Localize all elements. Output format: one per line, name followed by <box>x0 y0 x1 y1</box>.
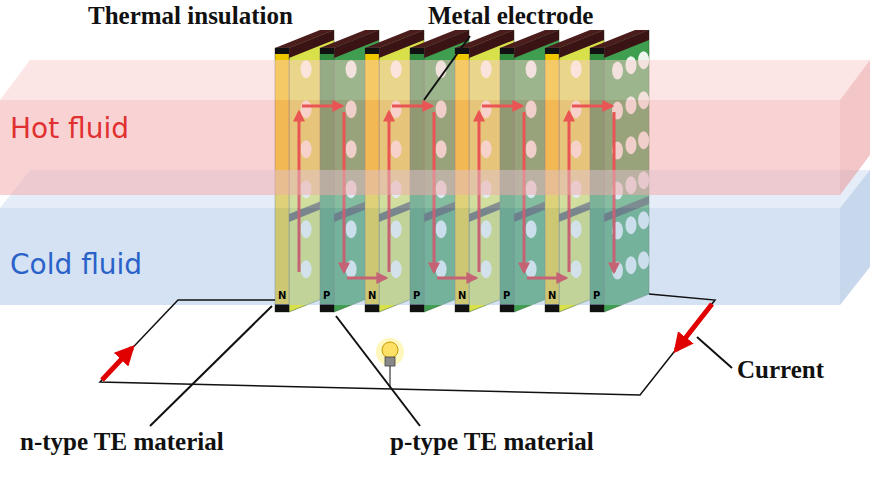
current-arrow <box>676 304 712 350</box>
plate-type-letter: N <box>278 290 286 301</box>
top-electrode <box>320 48 334 54</box>
part-label: p-type TE material <box>390 428 594 456</box>
band-front <box>0 100 840 195</box>
circuit <box>100 294 715 395</box>
plate-type-letter: P <box>323 290 330 301</box>
plate-type-letter: N <box>368 290 376 301</box>
leader-line <box>697 337 732 368</box>
bulb-glow <box>376 338 404 366</box>
wire <box>100 294 715 395</box>
bottom-electrode <box>365 304 379 312</box>
bottom-electrode <box>320 304 334 312</box>
hot-fluid-band <box>0 60 870 195</box>
part-label: Thermal insulation <box>88 2 293 30</box>
bottom-electrode <box>275 304 289 312</box>
plate-type-letter: P <box>413 290 420 301</box>
band-side <box>840 60 870 195</box>
fluid-bands <box>0 60 870 305</box>
plate-type-letter: N <box>548 290 556 301</box>
leader-line <box>424 36 470 100</box>
thermal-insulation-bar <box>559 30 604 58</box>
top-electrode <box>275 48 289 54</box>
thermal-insulation-bar <box>469 30 514 58</box>
thermal-insulation-bar <box>334 30 379 58</box>
part-label: Current <box>737 356 824 384</box>
band-label: Hot fluid <box>10 112 129 145</box>
fluid-band: Hot fluid <box>0 100 840 195</box>
top-electrode <box>365 48 379 54</box>
bulb-base <box>385 357 395 366</box>
band-top <box>0 60 870 100</box>
part-label: n-type TE material <box>20 428 224 456</box>
lightbulb <box>376 338 404 388</box>
plate-type-letter: P <box>593 290 600 301</box>
thermal-insulation-bar <box>424 30 469 58</box>
top-electrode <box>545 48 559 54</box>
band-label: Cold fluid <box>10 248 142 281</box>
thermal-insulation-bar <box>379 30 424 58</box>
top-electrode <box>500 48 514 54</box>
top-electrode <box>590 48 604 54</box>
part-label: Metal electrode <box>428 2 593 30</box>
thermal-insulation-bar <box>289 30 334 58</box>
leader-line <box>150 306 272 426</box>
plate-type-letter: N <box>458 290 466 301</box>
bulb-glass <box>382 342 398 358</box>
plate-type-letter: P <box>503 290 510 301</box>
bottom-electrode <box>455 304 469 312</box>
band-side <box>840 170 870 305</box>
leader-lines <box>150 36 732 426</box>
bottom-electrode <box>410 304 424 312</box>
current-arrow <box>102 348 132 380</box>
thermal-insulation-bar <box>604 30 649 58</box>
bottom-electrode <box>500 304 514 312</box>
thermal-insulation-bar <box>514 30 559 58</box>
bottom-electrode <box>590 304 604 312</box>
band-front <box>0 208 840 305</box>
bottom-electrode <box>545 304 559 312</box>
top-electrode <box>410 48 424 54</box>
leader-line <box>336 316 420 426</box>
